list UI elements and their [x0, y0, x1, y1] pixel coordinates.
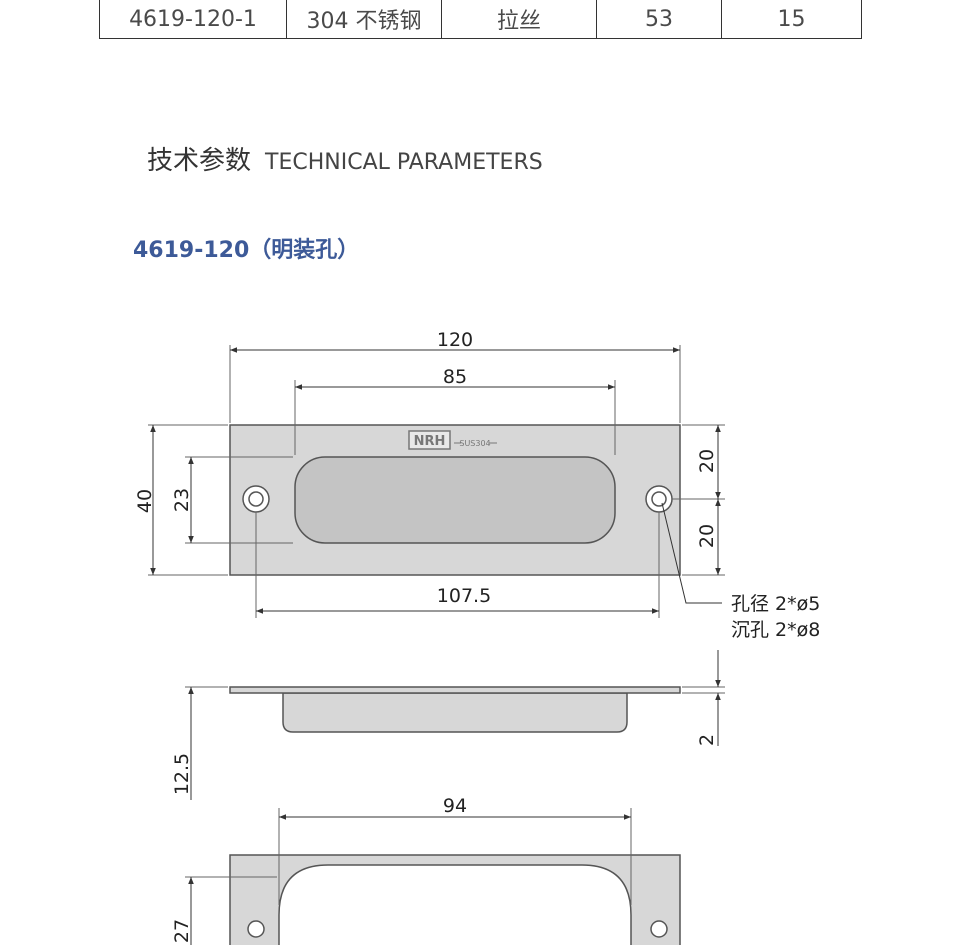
table-cell-material: 304 不锈钢: [286, 0, 442, 39]
dim-94: 94: [443, 795, 467, 817]
table-cell-model: 4619-120-1: [99, 0, 287, 39]
dim-85: 85: [443, 366, 467, 388]
mounting-hole-right: [651, 491, 667, 507]
dim-27: 27: [171, 919, 193, 943]
hole-note-diameter: 孔径 2*ø5: [731, 593, 820, 615]
section-title-en: TECHNICAL PARAMETERS: [265, 150, 543, 175]
dim-12-5: 12.5: [171, 753, 193, 795]
dim-2: 2: [696, 734, 718, 746]
cutout-hole-right: [650, 920, 668, 938]
dim-23: 23: [171, 488, 193, 512]
model-label: 4619-120（明装孔）: [133, 238, 360, 263]
section-title: 技术参数 TECHNICAL PARAMETERS: [147, 140, 543, 177]
table-row: 4619-120-1 304 不锈钢 拉丝 53 15: [99, 0, 862, 39]
hole-note-counterbore: 沉孔 2*ø8: [731, 619, 820, 641]
brand-logo-text: NRH: [414, 434, 446, 449]
table-cell-finish: 拉丝: [441, 0, 597, 39]
cutout-plate: [229, 854, 681, 945]
dim-20-bottom: 20: [696, 524, 718, 548]
bottom-view: [229, 854, 681, 945]
dim-40: 40: [134, 489, 156, 513]
cutout-hole-left: [247, 920, 265, 938]
spec-table: 4619-120-1 304 不锈钢 拉丝 53 15: [99, 0, 862, 39]
table-cell-value-2: 15: [721, 0, 862, 39]
brand-logo: [408, 430, 451, 450]
side-pocket: [282, 692, 628, 733]
hole-note-leader: [661, 502, 722, 604]
top-view: NRH SUS304: [229, 424, 681, 576]
material-marking: SUS304: [459, 439, 490, 448]
dim-20-top: 20: [696, 449, 718, 473]
side-flange: [229, 686, 681, 694]
dim-120: 120: [437, 329, 473, 351]
mounting-hole-left: [248, 491, 264, 507]
section-title-cn: 技术参数: [147, 146, 252, 176]
dim-107-5: 107.5: [437, 585, 491, 607]
grip-recess: [294, 456, 616, 544]
side-view: [229, 686, 681, 733]
table-cell-value-1: 53: [596, 0, 722, 39]
